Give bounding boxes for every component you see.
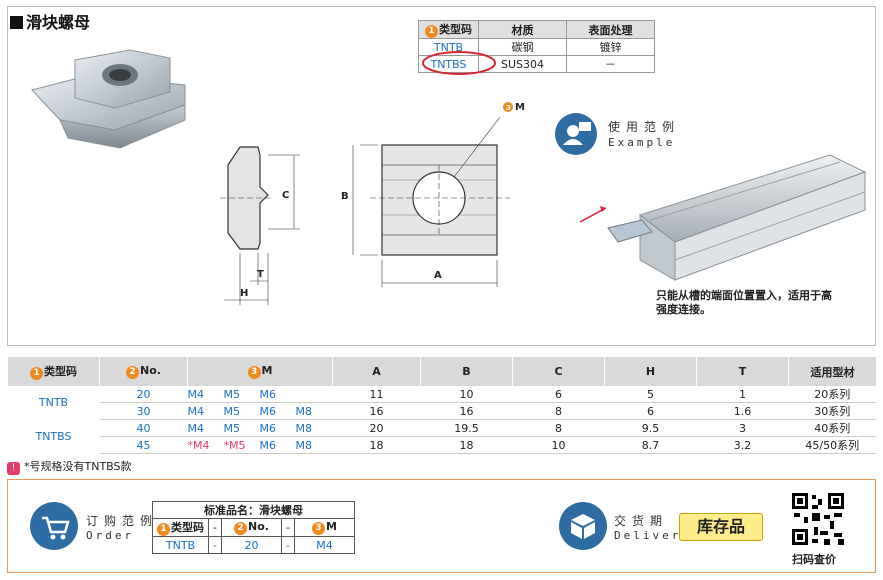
highlight-circle: [422, 51, 496, 75]
material-cell: SUS304: [478, 55, 567, 73]
qr-code-icon[interactable]: [790, 491, 846, 547]
cart-icon: [30, 502, 78, 550]
product-photo: [31, 49, 186, 149]
usage-example-image: [580, 154, 867, 281]
type-code-cell[interactable]: TNTB: [38, 396, 69, 410]
dim-m-label: M: [515, 102, 525, 113]
badge-1-icon: 1: [425, 25, 438, 38]
surface-cell: －: [566, 55, 655, 73]
dim-a-label: A: [434, 270, 442, 281]
warning-icon: !: [7, 462, 20, 475]
std-title: 标准品名：滑块螺母: [152, 501, 355, 519]
svg-text:3: 3: [506, 104, 511, 112]
type-code-cell[interactable]: TNTBS: [418, 55, 479, 73]
order-en-label: Order: [86, 529, 135, 542]
badge-2-icon: 2: [126, 366, 140, 379]
order-cn-label: 订购范例: [86, 514, 159, 528]
footnote: !*号规格没有TNTBS款: [7, 458, 132, 475]
delivery-box-icon: [559, 502, 607, 550]
example-caption: 只能从槽的端面位置置入，适用于高 强度连接。: [656, 289, 832, 316]
stock-badge[interactable]: 库存品: [679, 513, 763, 541]
badge-1-icon: 1: [157, 523, 170, 536]
example-cn-label: 使用范例: [608, 120, 681, 134]
dim-b-label: B: [341, 191, 349, 202]
badge-3-icon: 3: [247, 366, 261, 379]
type-code-cell[interactable]: TNTBS: [35, 430, 72, 443]
page-title: 滑块螺母: [10, 9, 90, 33]
delivery-en-label: Delivery: [614, 529, 691, 542]
dim-c-label: C: [282, 190, 289, 201]
dim-t-label: T: [257, 269, 264, 280]
title-square-icon: [10, 16, 23, 29]
badge-2-icon: 2: [234, 522, 247, 535]
delivery-cn-label: 交货期: [614, 514, 669, 528]
qr-label: 扫码查价: [792, 553, 836, 566]
example-icon: [555, 113, 597, 155]
product-panel: [7, 6, 876, 346]
badge-1-icon: 1: [30, 367, 43, 380]
example-en-label: Example: [608, 136, 676, 149]
technical-drawing: C T H B A 3 M: [220, 102, 525, 305]
material-header: 材质: [478, 20, 567, 39]
badge-3-icon: 3: [311, 522, 325, 535]
surface-header: 表面处理: [566, 20, 655, 39]
badge-3-icon: [503, 102, 513, 112]
surface-cell: 镀锌: [566, 38, 655, 56]
dim-h-label: H: [240, 288, 248, 299]
